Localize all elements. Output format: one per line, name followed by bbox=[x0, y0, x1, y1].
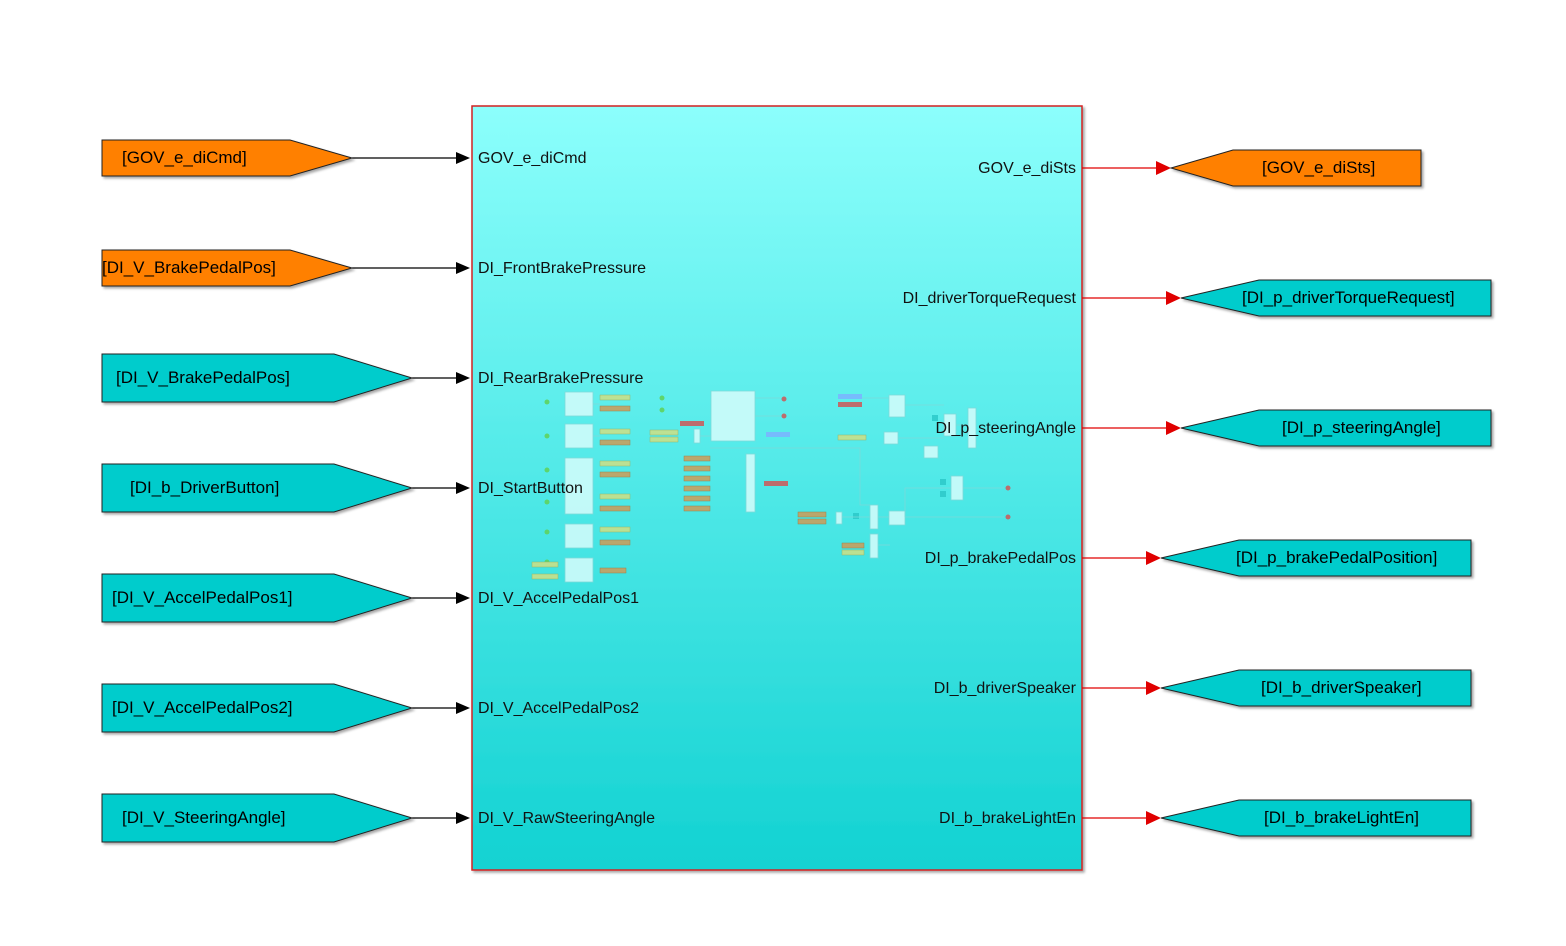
from-tag-shape bbox=[101, 139, 354, 177]
output-port-label: DI_b_driverSpeaker bbox=[934, 680, 1077, 697]
goto-tag-shape bbox=[1160, 539, 1472, 577]
from-tag[interactable]: [DI_V_BrakePedalPos] bbox=[101, 353, 414, 403]
subsystem-output-ports: GOV_e_diSts DI_driverTorqueRequest DI_p_… bbox=[903, 160, 1077, 827]
from-tag-label: [DI_V_BrakePedalPos] bbox=[116, 368, 290, 387]
from-tag-shape bbox=[101, 573, 414, 623]
from-tag-shape bbox=[101, 463, 414, 513]
goto-tag[interactable]: [DI_b_driverSpeaker] bbox=[1160, 669, 1472, 707]
from-tag-shape bbox=[101, 793, 414, 843]
from-tag[interactable]: [DI_V_SteeringAngle] bbox=[101, 793, 414, 843]
from-tag-label: [GOV_e_diCmd] bbox=[122, 148, 247, 167]
goto-tag-shape bbox=[1160, 669, 1472, 707]
input-port-label: DI_StartButton bbox=[478, 480, 583, 497]
goto-tag-label: [DI_b_driverSpeaker] bbox=[1261, 678, 1422, 697]
from-tag-label: [DI_V_BrakePedalPos] bbox=[102, 258, 276, 277]
goto-tags: [GOV_e_diSts] [DI_p_driverTorqueRequest]… bbox=[1160, 149, 1492, 837]
goto-tag-label: [DI_p_steeringAngle] bbox=[1282, 418, 1441, 437]
goto-tag-label: [DI_p_brakePedalPosition] bbox=[1236, 548, 1437, 567]
from-tag-shape bbox=[101, 353, 414, 403]
goto-tag[interactable]: [DI_b_brakeLightEn] bbox=[1160, 799, 1472, 837]
from-tag-label: [DI_V_SteeringAngle] bbox=[122, 808, 286, 827]
from-tag[interactable]: [DI_V_AccelPedalPos1] bbox=[101, 573, 414, 623]
goto-tag[interactable]: [GOV_e_diSts] bbox=[1169, 149, 1422, 187]
from-tag-label: [DI_b_DriverButton] bbox=[130, 478, 279, 497]
from-tags: [GOV_e_diCmd] [DI_V_BrakePedalPos] [DI_V… bbox=[101, 139, 414, 843]
from-tag[interactable]: [DI_V_AccelPedalPos2] bbox=[101, 683, 414, 733]
output-port-label: DI_p_steeringAngle bbox=[935, 420, 1076, 437]
input-port-label: DI_V_AccelPedalPos1 bbox=[478, 590, 639, 607]
goto-tag[interactable]: [DI_p_driverTorqueRequest] bbox=[1180, 279, 1492, 317]
from-tag[interactable]: [DI_V_BrakePedalPos] bbox=[101, 249, 354, 287]
goto-tag[interactable]: [DI_p_steeringAngle] bbox=[1180, 409, 1492, 447]
goto-tag-label: [DI_p_driverTorqueRequest] bbox=[1242, 288, 1455, 307]
input-port-label: GOV_e_diCmd bbox=[478, 150, 587, 167]
from-tag-label: [DI_V_AccelPedalPos2] bbox=[112, 698, 293, 717]
goto-tag-shape bbox=[1169, 149, 1422, 187]
goto-tag-shape bbox=[1160, 799, 1472, 837]
input-port-label: DI_FrontBrakePressure bbox=[478, 260, 646, 277]
input-signal-lines bbox=[352, 152, 470, 824]
output-signal-lines bbox=[1082, 161, 1181, 825]
output-port-label: DI_driverTorqueRequest bbox=[903, 290, 1077, 307]
goto-tag-label: [GOV_e_diSts] bbox=[1262, 158, 1375, 177]
output-port-label: DI_p_brakePedalPos bbox=[925, 550, 1076, 567]
internal-model-preview bbox=[531, 390, 1011, 583]
from-tag-shape bbox=[101, 249, 354, 287]
goto-tag[interactable]: [DI_p_brakePedalPosition] bbox=[1160, 539, 1472, 577]
goto-tag-shape bbox=[1180, 279, 1492, 317]
from-tag[interactable]: [DI_b_DriverButton] bbox=[101, 463, 414, 513]
input-port-label: DI_RearBrakePressure bbox=[478, 370, 644, 387]
from-tag-label: [DI_V_AccelPedalPos1] bbox=[112, 588, 293, 607]
output-port-label: GOV_e_diSts bbox=[978, 160, 1076, 177]
subsystem-input-ports: GOV_e_diCmd DI_FrontBrakePressure DI_Rea… bbox=[478, 150, 655, 827]
goto-tag-label: [DI_b_brakeLightEn] bbox=[1264, 808, 1419, 827]
input-port-label: DI_V_AccelPedalPos2 bbox=[478, 700, 639, 717]
goto-tag-shape bbox=[1180, 409, 1492, 447]
input-port-label: DI_V_RawSteeringAngle bbox=[478, 810, 655, 827]
output-port-label: DI_b_brakeLightEn bbox=[939, 810, 1076, 827]
from-tag[interactable]: [GOV_e_diCmd] bbox=[101, 139, 354, 177]
from-tag-shape bbox=[101, 683, 414, 733]
